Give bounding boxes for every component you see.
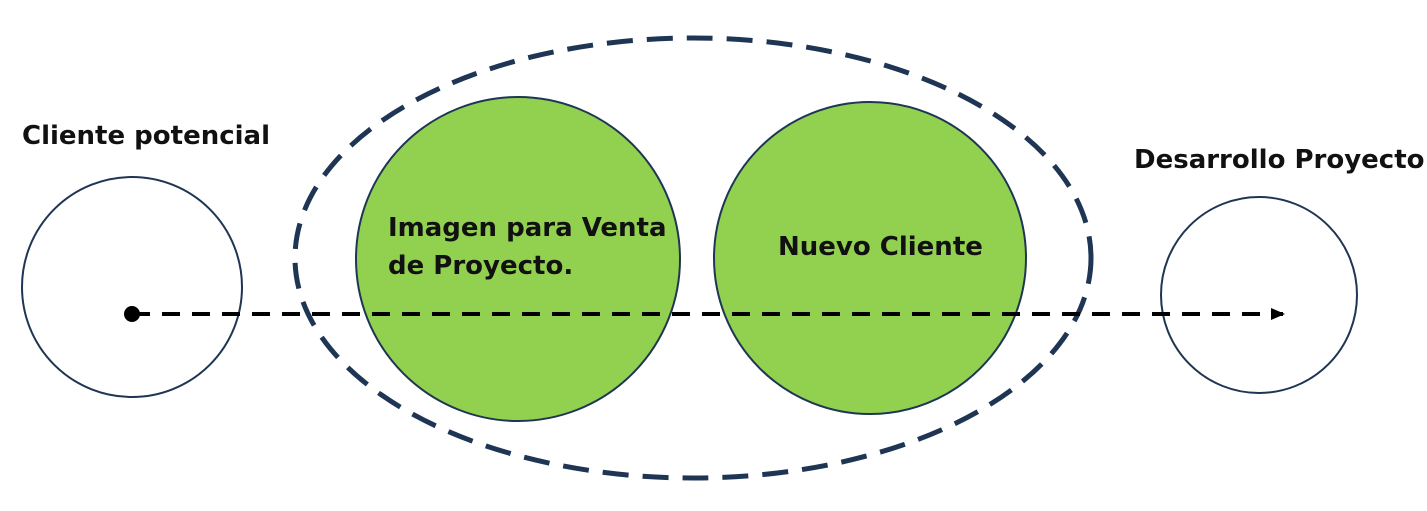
stage1-label-line1: Imagen para Venta: [388, 213, 667, 243]
start-circle: [21, 176, 243, 398]
stage1-label-line2: de Proyecto.: [388, 251, 573, 281]
stage-circle-image-sale: [355, 96, 681, 422]
end-label: Desarrollo Proyecto: [1134, 145, 1425, 175]
stage-circle-new-client: [713, 101, 1027, 415]
end-circle: [1160, 196, 1358, 394]
flow-arrow-start-dot: [124, 306, 140, 322]
start-label: Cliente potencial: [22, 121, 270, 151]
dashed-enclosure-ellipse: [292, 35, 1094, 481]
stage2-label: Nuevo Cliente: [778, 232, 983, 262]
